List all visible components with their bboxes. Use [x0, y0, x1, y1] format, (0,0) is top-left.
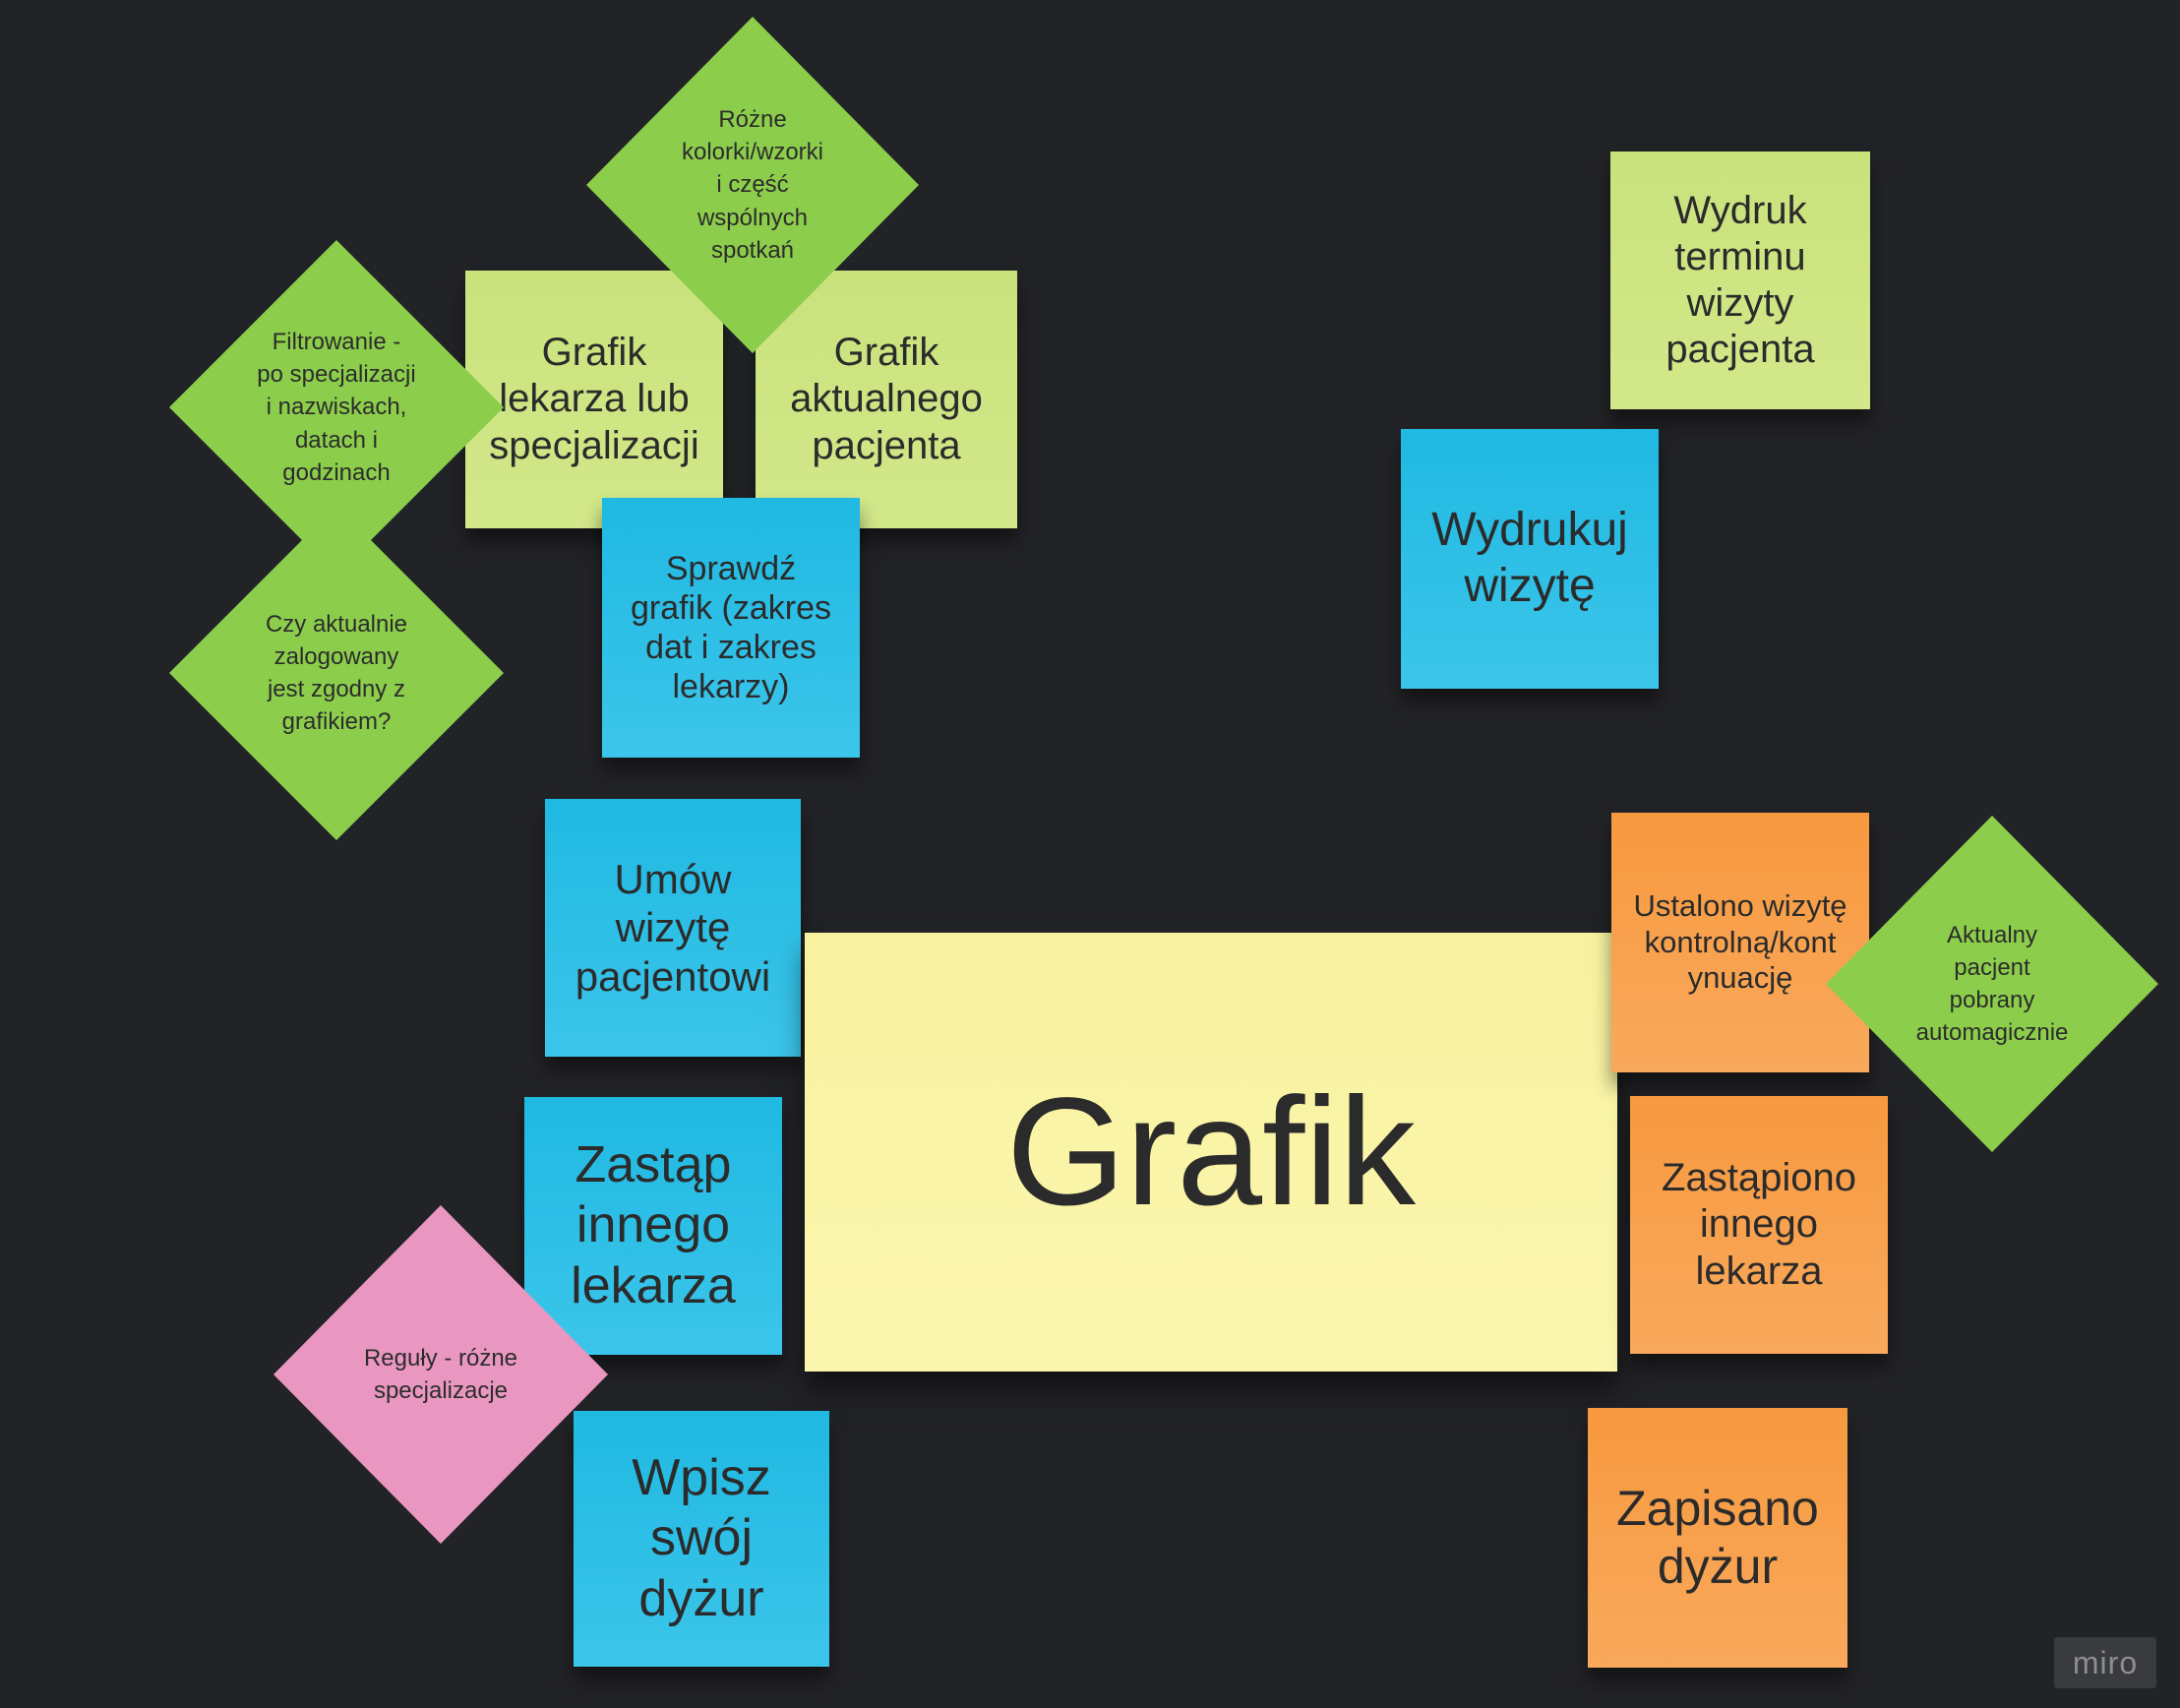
- note-text: Zastąpiono innego lekarza: [1662, 1156, 1856, 1293]
- central-note-title: Grafik: [1005, 1066, 1417, 1238]
- diamond-text: Filtrowanie - po specjalizacji i nazwisk…: [257, 329, 416, 486]
- note-text: Ustalono wizytę kontrolną/kont ynuację: [1633, 888, 1847, 996]
- note-text: Wpisz swój dyżur: [632, 1448, 771, 1627]
- sticky-note-doctor-replaced[interactable]: Zastąpiono innego lekarza: [1630, 1096, 1888, 1354]
- diamond-rules-specializations[interactable]: Reguły - różne specjalizacje: [273, 1205, 608, 1544]
- sticky-note-patient-schedule[interactable]: Grafik aktualnego pacjenta: [756, 271, 1017, 528]
- sticky-note-enter-shift[interactable]: Wpisz swój dyżur: [574, 1411, 829, 1667]
- note-text: Umów wizytę pacjentowi: [575, 855, 771, 1000]
- note-text: Zapisano dyżur: [1616, 1481, 1819, 1594]
- diamond-colors-patterns[interactable]: Różne kolorki/wzorki i część wspólnych s…: [586, 17, 919, 353]
- diamond-logged-user-check[interactable]: Czy aktualnie zalogowany jest zgodny z g…: [169, 506, 504, 840]
- sticky-note-check-schedule[interactable]: Sprawdź grafik (zakres dat i zakres leka…: [602, 498, 860, 758]
- sticky-note-print-appointment[interactable]: Wydruk terminu wizyty pacjenta: [1610, 152, 1870, 409]
- note-text: Sprawdź grafik (zakres dat i zakres leka…: [630, 549, 832, 706]
- note-text: Grafik aktualnego pacjenta: [790, 331, 983, 467]
- note-text: Wydrukuj wizytę: [1431, 504, 1628, 612]
- diamond-text: Czy aktualnie zalogowany jest zgodny z g…: [265, 610, 408, 736]
- sticky-note-book-visit[interactable]: Umów wizytę pacjentowi: [545, 799, 801, 1057]
- diamond-text: Różne kolorki/wzorki i część wspólnych s…: [681, 106, 824, 264]
- sticky-note-replace-doctor[interactable]: Zastąp innego lekarza: [524, 1097, 782, 1355]
- miro-watermark: miro: [2054, 1637, 2156, 1688]
- note-text: Grafik lekarza lub specjalizacji: [489, 331, 699, 467]
- central-note-schedule[interactable]: Grafik: [805, 933, 1617, 1372]
- diamond-filtering[interactable]: Filtrowanie - po specjalizacji i nazwisk…: [169, 240, 504, 575]
- miro-logo-text: miro: [2072, 1644, 2139, 1680]
- diamond-text: Reguły - różne specjalizacje: [363, 1344, 518, 1404]
- diamond-text: Aktualny pacjent pobrany automagicznie: [1915, 921, 2069, 1047]
- sticky-note-print-visit[interactable]: Wydrukuj wizytę: [1401, 429, 1659, 689]
- note-text: Wydruk terminu wizyty pacjenta: [1665, 188, 1815, 372]
- sticky-note-followup-set[interactable]: Ustalono wizytę kontrolną/kont ynuację: [1611, 813, 1869, 1072]
- diamond-current-patient[interactable]: Aktualny pacjent pobrany automagicznie: [1826, 816, 2158, 1152]
- sticky-note-shift-saved[interactable]: Zapisano dyżur: [1588, 1408, 1847, 1668]
- note-text: Zastąp innego lekarza: [571, 1135, 736, 1314]
- sticky-note-doctor-schedule[interactable]: Grafik lekarza lub specjalizacji: [465, 271, 723, 528]
